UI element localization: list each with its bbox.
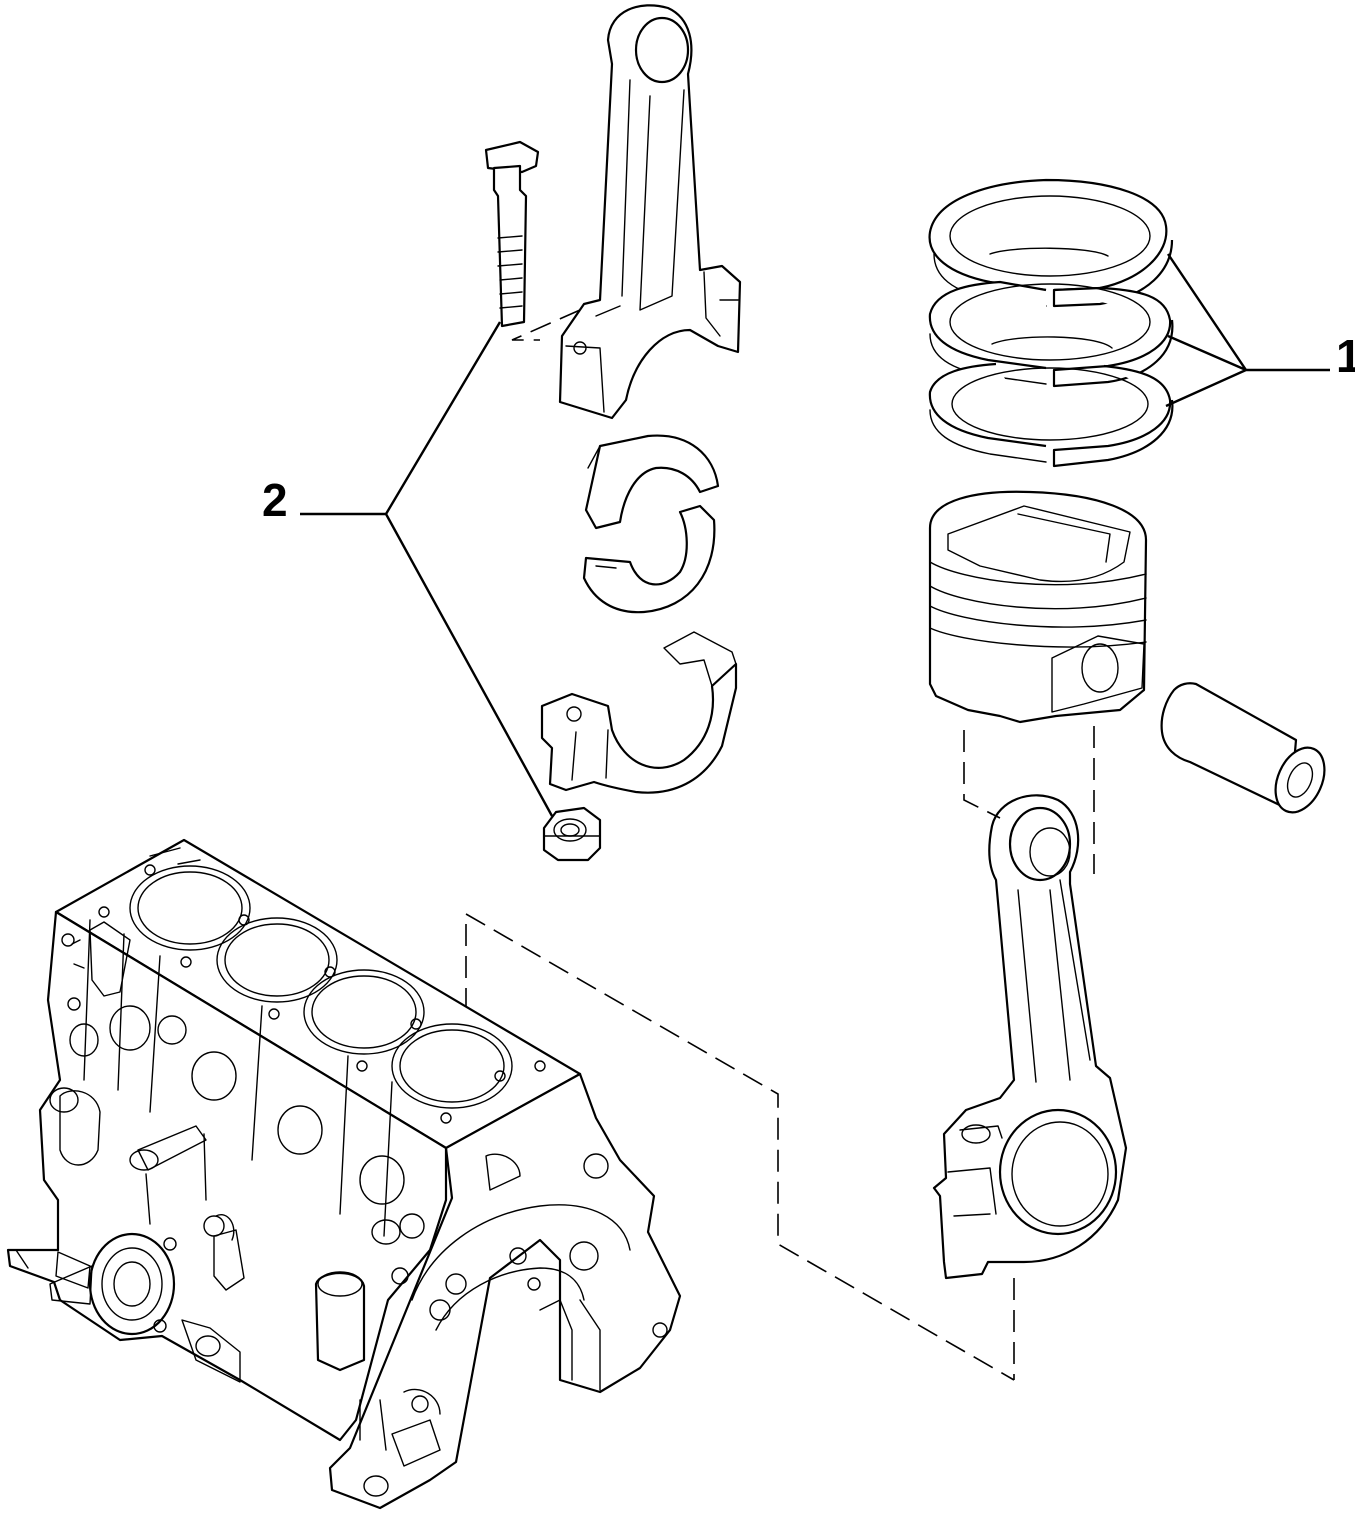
piston: [928, 490, 1148, 724]
lower-connecting-rod: [932, 726, 1128, 1380]
callout-2: 2: [262, 321, 554, 817]
callout-1-label: 1: [1336, 330, 1355, 382]
upper-connecting-rod: [511, 4, 742, 420]
piston-pin: [1160, 682, 1326, 814]
connecting-rod-cap: [540, 631, 738, 794]
install-guide-lines: [465, 912, 1015, 1381]
connecting-rod-bolt: [484, 140, 540, 328]
callout-2-label: 2: [262, 474, 288, 526]
engine-block: [6, 838, 682, 1510]
callout-1: 1: [1165, 253, 1355, 408]
connecting-rod-nut: [542, 806, 602, 862]
bearing-shell-upper: [584, 434, 720, 530]
piston-rings: [928, 178, 1174, 468]
bearing-shell-lower: [582, 504, 716, 614]
